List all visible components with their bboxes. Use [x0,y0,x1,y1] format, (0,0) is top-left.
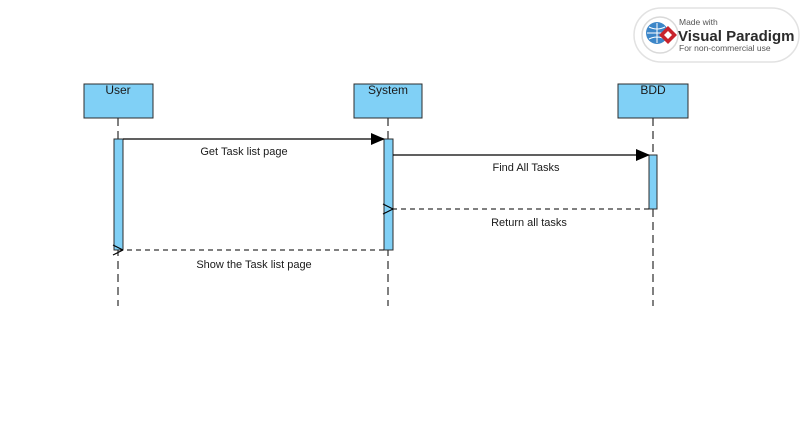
watermark-badge [633,7,800,63]
activation-user [113,138,124,251]
watermark-brand: Visual Paradigm [678,28,794,45]
activation-bdd [648,154,658,210]
message-get-task-list-page-label: Get Task list page [200,146,287,158]
lifeline-user: User [83,83,154,306]
lifeline-user-box [83,83,154,119]
watermark-made-with: Made with [679,17,718,27]
lifeline-user-label: User [105,83,130,97]
lifeline-bdd-box [617,83,689,119]
visual-paradigm-logo-icon [641,16,679,54]
watermark-usage: For non-commercial use [679,43,771,53]
lifeline-bdd-label: BDD [640,83,666,97]
message-find-all-tasks-label: Find All Tasks [492,162,560,174]
activation-system [383,138,394,251]
message-show-task-list-page-label: Show the Task list page [196,259,311,271]
message-find-all-tasks: Find All Tasks [393,149,650,174]
lifeline-system-box [353,83,423,119]
lifeline-system-label: System [368,83,408,97]
visual-paradigm-watermark: Made with Visual Paradigm For non-commer… [633,7,800,63]
lifeline-bdd: BDD [617,83,689,306]
message-return-all-tasks-label: Return all tasks [491,217,567,229]
message-show-task-list-page: Show the Task list page [123,250,384,271]
message-get-task-list-page: Get Task list page [123,133,385,158]
message-return-all-tasks: Return all tasks [393,209,649,229]
